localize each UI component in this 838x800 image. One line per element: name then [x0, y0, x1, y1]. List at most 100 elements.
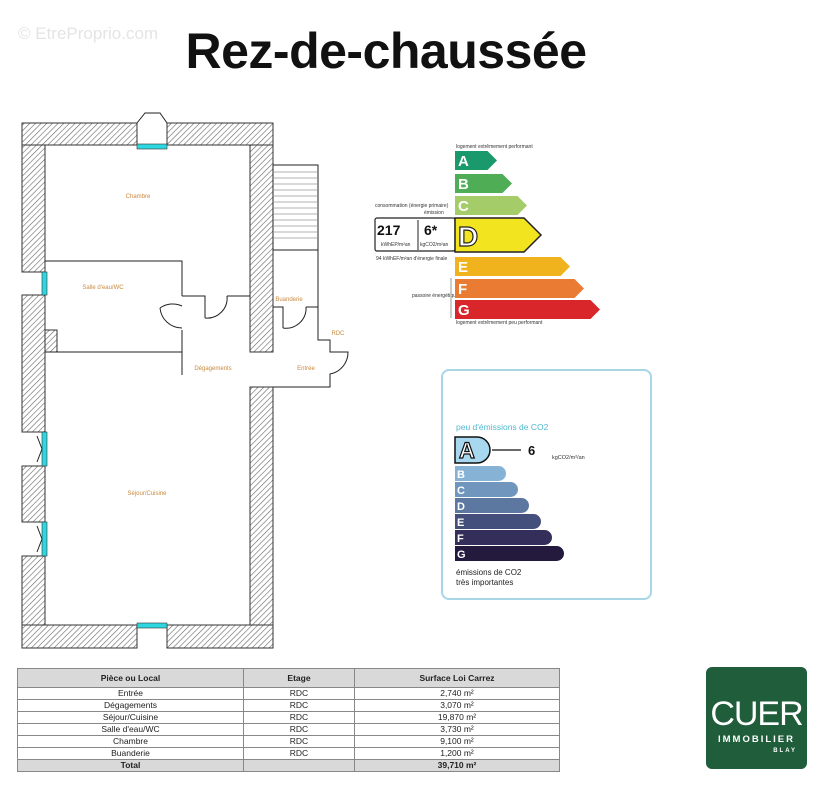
room-label-salle-eau: Salle d'eau/WC [82, 285, 124, 291]
energy-class-a: A [455, 151, 497, 170]
co2-class-c: C [455, 482, 519, 497]
co2-class-f: F [455, 530, 553, 545]
cell: 9,100 m² [354, 735, 560, 748]
room-label-degagements: Dégagements [194, 366, 231, 372]
energy-class-d: D [454, 217, 543, 253]
energy-class-letter: B [458, 176, 469, 193]
energy-class-b: B [455, 174, 512, 193]
co2-class-letter: E [457, 517, 464, 529]
wall-left-3 [21, 465, 46, 523]
emission-unit: kgCO2/m²an [420, 242, 449, 248]
wall-bottom-left [21, 624, 138, 649]
co2-bottom-caption-2: très importantes [456, 578, 513, 587]
wall-left-2 [21, 294, 46, 433]
emission-header: émission [424, 210, 444, 216]
stairs [272, 164, 319, 251]
energy-class-letter: E [458, 259, 468, 276]
room-label-sejour: Séjour/Cuisine [127, 491, 167, 497]
cell: Dégagements [17, 699, 244, 712]
cell: 1,200 m² [354, 747, 560, 760]
energy-class-letter: C [458, 198, 469, 215]
energy-top-caption: logement extrêmement performant [456, 144, 533, 150]
emission-value: 6* [424, 222, 438, 238]
room-label-rdc: RDC [332, 331, 346, 337]
cell: RDC [243, 687, 355, 700]
wall-right-upper [249, 144, 274, 353]
salle-eau-walls [45, 260, 206, 375]
door-degagement [204, 295, 250, 319]
energy-class-letter: F [458, 281, 467, 298]
consumption-unit: kWhEP/m²an [381, 242, 411, 248]
cell: 39,710 m² [354, 759, 560, 772]
consumption-header: consommation (énergie primaire) [375, 203, 449, 209]
floor-plan: Chambre Salle d'eau/WC Buanderie RDC Dég… [21, 112, 600, 649]
cell: RDC [243, 699, 355, 712]
cell: RDC [243, 747, 355, 760]
logo-name: CUER [710, 695, 803, 733]
co2-class-b: B [455, 466, 506, 481]
co2-class-e: E [455, 514, 542, 529]
cell: 3,730 m² [354, 723, 560, 736]
cell: Chambre [17, 735, 244, 748]
co2-class-g: G [455, 546, 565, 561]
surface-table: Pièce ou Local Etage Surface Loi Carrez … [17, 668, 560, 772]
cell: Entrée [17, 687, 244, 700]
co2-class-letter: F [457, 533, 464, 545]
co2-top-caption: peu d'émissions de CO2 [456, 422, 549, 432]
consumption-value: 217 [377, 222, 401, 238]
final-energy-note: 94 kWhEF/m²an d'énergie finale [376, 256, 447, 262]
energy-class-letter: G [458, 302, 470, 319]
header-etage: Etage [243, 668, 355, 688]
window-top-frame [136, 112, 168, 124]
wall-left-1 [21, 144, 46, 273]
header-surface: Surface Loi Carrez [354, 668, 560, 688]
cell: RDC [243, 711, 355, 724]
page-title: Rez-de-chaussée [185, 23, 588, 79]
co2-label: peu d'émissions de CO2 6 kgCO2/m²/an émi… [454, 422, 585, 587]
logo-line2: IMMOBILIER [718, 734, 795, 745]
room-label-chambre: Chambre [126, 194, 151, 200]
co2-class-d: D [455, 498, 530, 513]
co2-class-a: A [454, 436, 491, 464]
door-buanderie [282, 306, 307, 329]
energy-class-c: C [455, 196, 527, 215]
wall-bottom-right [166, 624, 274, 649]
energy-class-g: G [455, 300, 600, 319]
stair-steps [273, 171, 318, 239]
cell: Buanderie [17, 747, 244, 760]
cell: 3,070 m² [354, 699, 560, 712]
wall-top-left [21, 122, 138, 146]
co2-class-letter: G [457, 549, 466, 561]
energy-class-f: F [455, 279, 584, 298]
energy-class-letter: D [458, 221, 478, 252]
cell: RDC [243, 735, 355, 748]
co2-class-letter: D [457, 501, 465, 513]
co2-class-letter: C [457, 485, 465, 497]
co2-class-letter: A [459, 438, 475, 463]
co2-panel [441, 369, 652, 600]
energy-class-e: E [455, 257, 570, 276]
co2-value: 6 [528, 443, 535, 458]
energy-bottom-caption: logement extrêmement peu performant [456, 320, 543, 326]
table-header-row: Pièce ou Local Etage Surface Loi Carrez [17, 668, 560, 688]
energy-class-letter: A [458, 153, 469, 170]
cell: RDC [243, 723, 355, 736]
watermark: © EtreProprio.com [18, 24, 159, 43]
window-left-3 [41, 521, 48, 557]
cell [243, 759, 355, 772]
window-left-2 [41, 431, 48, 467]
cell: Séjour/Cuisine [17, 711, 244, 724]
co2-unit: kgCO2/m²/an [552, 455, 585, 461]
cell: 2,740 m² [354, 687, 560, 700]
window-top [136, 143, 168, 150]
window-bottom [136, 622, 168, 629]
energy-label: logement extrêmement performant logement… [374, 144, 600, 326]
room-label-entree: Entrée [297, 366, 315, 372]
window-left-1 [41, 271, 48, 296]
